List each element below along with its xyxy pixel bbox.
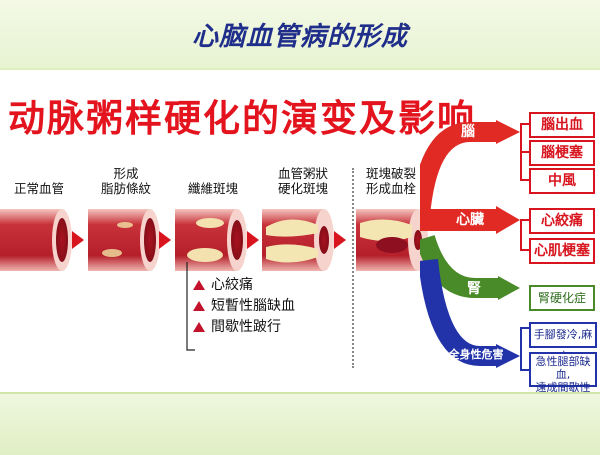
organ-label-heart: 心臟 bbox=[456, 212, 484, 228]
effect-box-myocardial-infarction: 心肌梗塞 bbox=[529, 238, 595, 264]
symptom-list: 心絞痛 短暫性腦缺血 間歇性跛行 bbox=[193, 275, 295, 338]
organ-label-kidney: 腎 bbox=[467, 281, 481, 297]
arrow-icon bbox=[72, 231, 84, 249]
stage-label-fibrous-plaque: 纖維斑塊 bbox=[187, 181, 238, 196]
effect-box-nephrosclerosis: 腎硬化症 bbox=[529, 285, 595, 311]
effect-box-cold-limbs: 手腳發冷,麻痹 bbox=[529, 322, 597, 363]
arrow-icon bbox=[159, 231, 171, 249]
symptom-item: 心絞痛 bbox=[193, 275, 295, 296]
effect-box-cerebral-hemorrhage: 腦出血 bbox=[529, 112, 595, 138]
effect-brackets bbox=[520, 123, 529, 371]
header-band bbox=[0, 0, 600, 70]
symptom-item: 間歇性跛行 bbox=[193, 317, 295, 338]
symptom-bracket bbox=[186, 262, 195, 351]
main-title: 动脉粥样硬化的演变及影响 bbox=[8, 97, 476, 140]
vessel-atheroma bbox=[262, 209, 334, 271]
stage-label-atheroma: 血管粥狀 硬化斑塊 bbox=[277, 166, 328, 196]
symptom-item: 短暫性腦缺血 bbox=[193, 296, 295, 317]
effect-box-stroke: 中風 bbox=[529, 168, 595, 194]
vessel-fibrous-plaque bbox=[175, 209, 247, 271]
vessel-normal bbox=[0, 209, 72, 271]
warning-triangle-icon bbox=[193, 322, 205, 332]
organ-label-brain: 腦 bbox=[461, 124, 475, 140]
divider bbox=[352, 168, 356, 368]
vessel-diagram bbox=[0, 209, 428, 271]
vessel-fatty-streak bbox=[88, 209, 160, 271]
stage-label-normal: 正常血管 bbox=[13, 181, 64, 196]
stage-label-fatty-streak: 形成 脂肪條紋 bbox=[100, 166, 151, 196]
organ-branch-arrows bbox=[420, 120, 520, 368]
effect-box-cerebral-infarction: 腦梗塞 bbox=[529, 140, 595, 166]
stage-label-thrombus: 斑塊破裂 形成血栓 bbox=[365, 166, 416, 196]
effect-box-acute-leg-ischemia: 急性腿部缺血, 遠成間歇性跛行 bbox=[529, 352, 597, 407]
page-title: 心脑血管病的形成 bbox=[191, 22, 408, 52]
vessel-thrombus bbox=[356, 209, 428, 271]
footer-band bbox=[0, 392, 600, 455]
effect-box-angina: 心絞痛 bbox=[529, 208, 595, 234]
warning-triangle-icon bbox=[193, 301, 205, 311]
warning-triangle-icon bbox=[193, 280, 205, 290]
arrow-icon bbox=[334, 231, 346, 249]
organ-label-systemic: 全身性危害 bbox=[448, 348, 504, 361]
arrow-icon bbox=[247, 231, 259, 249]
